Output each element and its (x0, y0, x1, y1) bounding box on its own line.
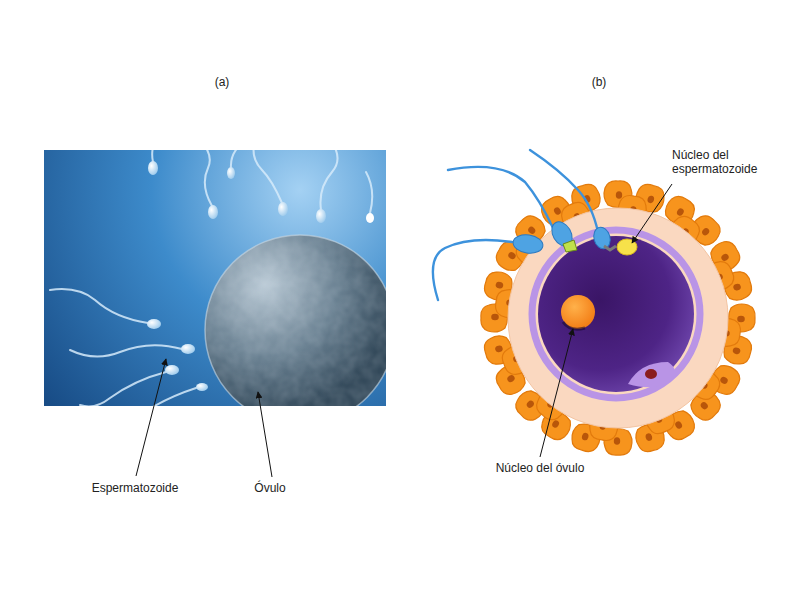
membrane-ring (532, 230, 700, 398)
leader-line (540, 329, 573, 457)
sperm-nucleus (617, 239, 637, 255)
egg-nucleus (561, 295, 595, 329)
leader-line (136, 359, 166, 476)
part-label: Núcleo del espermatozoide (672, 148, 772, 176)
egg-rim (205, 235, 386, 406)
sperm-heads (147, 161, 374, 391)
part-label: Espermatozoide (80, 481, 190, 495)
corona-radiata (481, 181, 755, 455)
egg-texture (200, 230, 386, 406)
part-label: Óvulo (235, 481, 305, 495)
sperm-cells (433, 150, 637, 300)
cytoplasm (538, 236, 694, 392)
polar-body (628, 362, 675, 387)
nucleus-shadow (563, 322, 585, 329)
egg-illustration (433, 150, 755, 455)
leader-line (632, 184, 672, 243)
sperm-tails (50, 150, 372, 406)
leader-lines (136, 184, 672, 477)
panel-label: (a) (192, 75, 252, 89)
zona-pellucida (508, 208, 728, 428)
panel-label: (b) (569, 75, 629, 89)
part-label: Núcleo del óvulo (475, 461, 605, 475)
photo-panel (44, 150, 386, 406)
leader-line (258, 392, 272, 477)
